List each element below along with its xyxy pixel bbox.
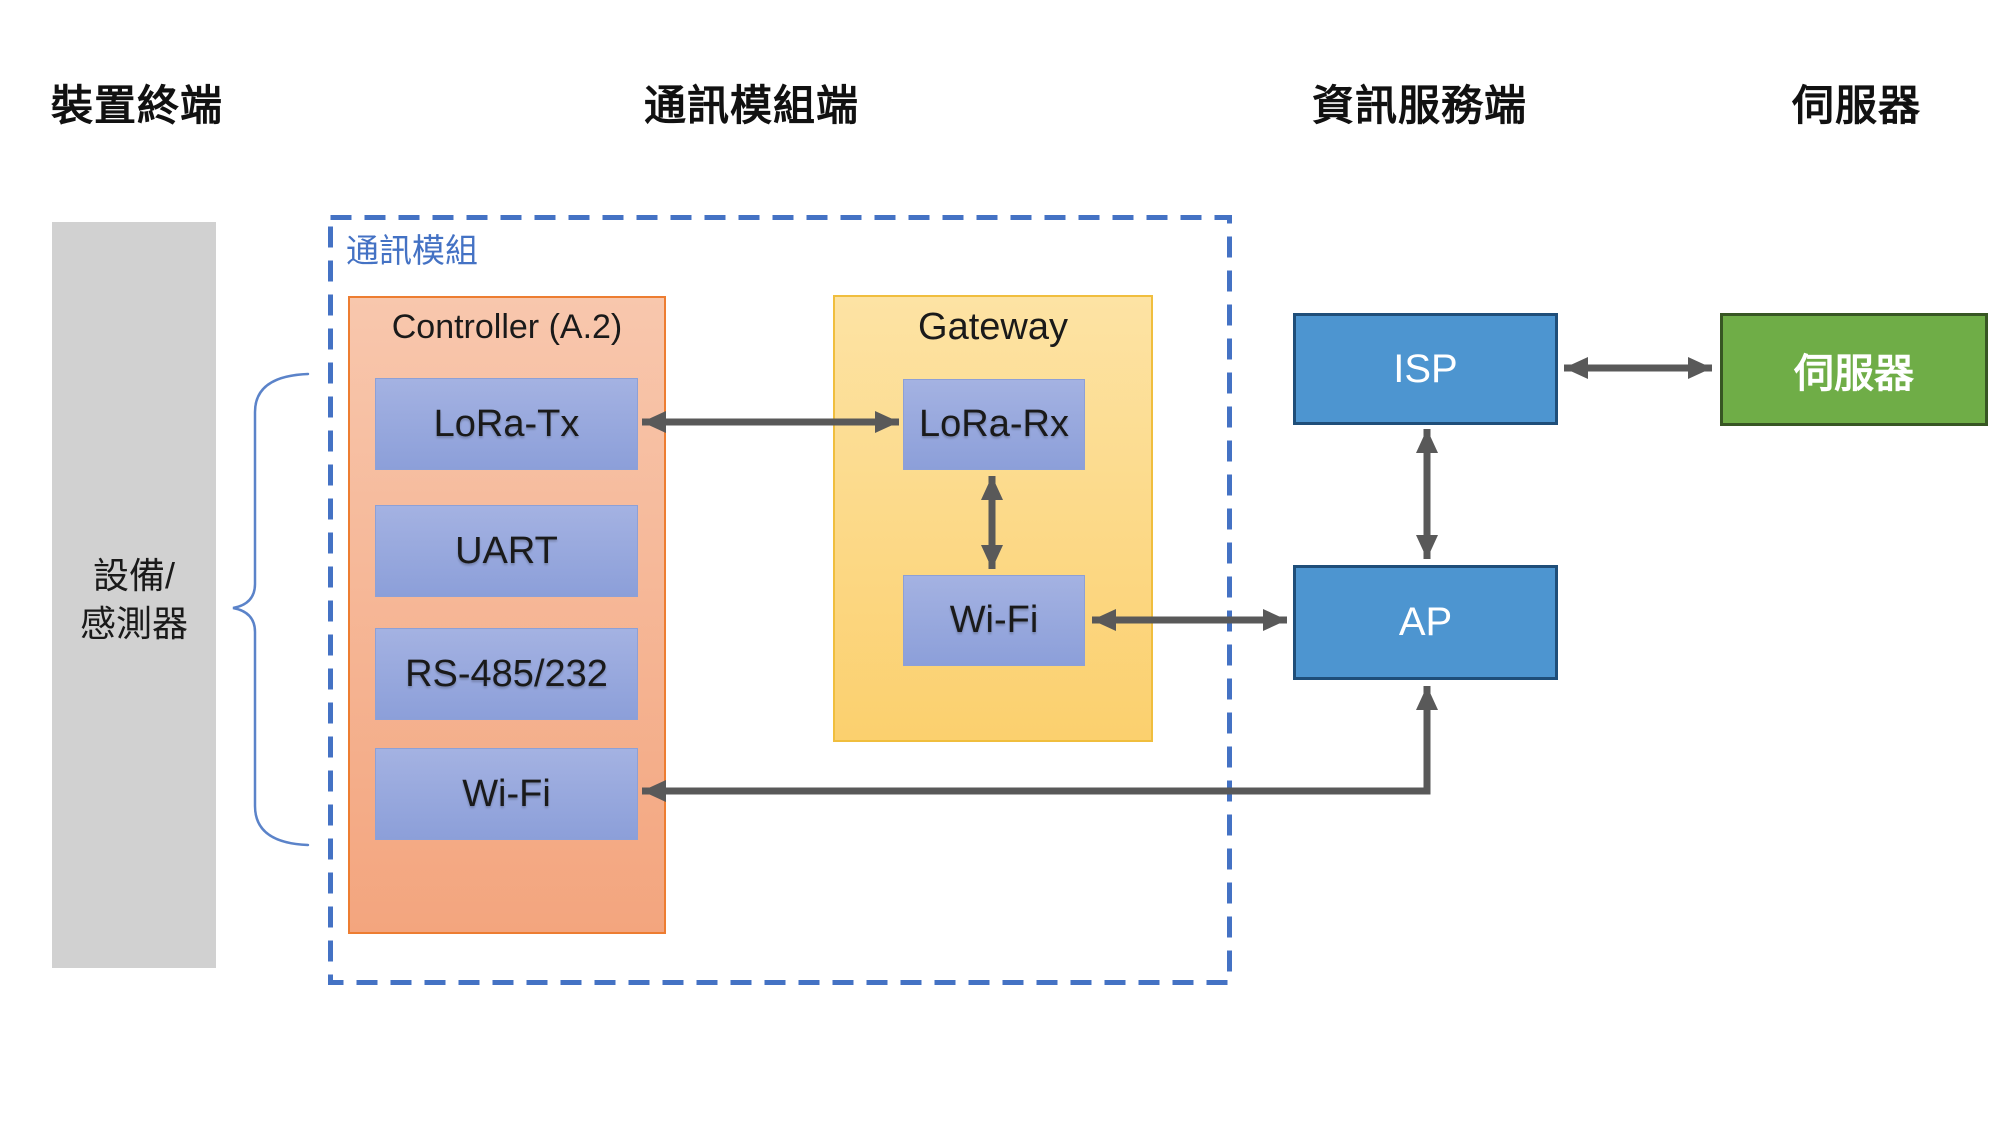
device-sensor-label-line1: 設備/ — [92, 555, 175, 596]
header-comm-module-side: 通訊模組端 — [644, 82, 860, 129]
header-device-terminal: 裝置終端 — [51, 82, 224, 129]
controller-module-wifi: Wi-Fi — [375, 748, 638, 840]
gateway-module-wifi: Wi-Fi — [903, 575, 1085, 666]
device-sensor-box — [52, 222, 216, 968]
controller-module-uart: UART — [375, 505, 638, 597]
controller-module-lora-tx: LoRa-Tx — [375, 378, 638, 470]
device-brace — [232, 372, 310, 847]
gateway-module-lora-rx: LoRa-Rx — [903, 379, 1085, 470]
device-sensor-label-line2: 感測器 — [79, 603, 188, 644]
isp-box: ISP — [1293, 313, 1558, 425]
header-info-service-side: 資訊服務端 — [1312, 82, 1528, 129]
gateway-title: Gateway — [918, 306, 1068, 348]
gateway-box — [833, 295, 1153, 742]
device-sensor-label: 設備/ 感測器 — [52, 552, 216, 648]
controller-title: Controller (A.2) — [391, 308, 623, 346]
server-box: 伺服器 — [1720, 313, 1988, 426]
comm-module-region-label: 通訊模組 — [346, 232, 478, 269]
header-server: 伺服器 — [1792, 82, 1922, 129]
ap-box: AP — [1293, 565, 1558, 680]
controller-module-rs485-232: RS-485/232 — [375, 628, 638, 720]
